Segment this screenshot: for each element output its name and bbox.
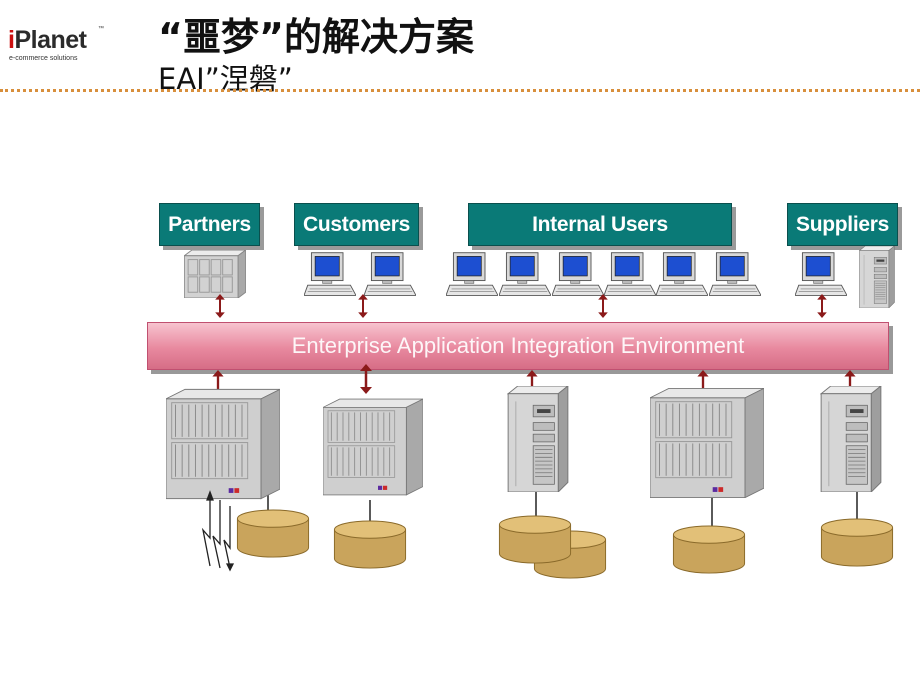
- database-disk-icon-5: [672, 525, 746, 574]
- eai-environment-bar: Enterprise Application Integration Envir…: [147, 322, 889, 370]
- logo-tagline: e-commerce solutions: [9, 55, 78, 62]
- customers-link-arrow: [357, 294, 369, 318]
- internal-pc-icon-3: [552, 252, 604, 296]
- supplier-pc-icon: [795, 252, 847, 296]
- customer-pc-icon-1: [304, 252, 356, 296]
- mainframe-server-icon-1: [166, 388, 280, 500]
- database-disk-icon-6: [820, 518, 894, 567]
- suppliers-label: Suppliers: [787, 203, 898, 246]
- supplier-server-icon: [859, 246, 895, 308]
- database-disk-icon-4: [498, 515, 572, 564]
- suppliers-link-arrow: [816, 294, 828, 318]
- database-disk-icon-2: [333, 520, 407, 569]
- header-divider: [0, 89, 920, 92]
- internal-pc-icon-6: [709, 252, 761, 296]
- internal-users-link-arrow: [597, 294, 609, 318]
- tower-server-icon-2: [820, 386, 882, 492]
- tower-server-icon-1: [507, 386, 569, 492]
- internal-users-label: Internal Users: [468, 203, 732, 246]
- partners-label: Partners: [159, 203, 260, 246]
- mainframe-server-icon-2: [323, 398, 423, 496]
- mainframe-server-icon-3: [650, 388, 764, 498]
- internal-pc-icon-2: [499, 252, 551, 296]
- slide-title: “噩梦”的解决方案: [158, 15, 474, 59]
- internal-pc-icon-1: [446, 252, 498, 296]
- database-disk-icon-1: [236, 509, 310, 558]
- network-link-icon: [201, 490, 235, 572]
- internal-pc-icon-4: [604, 252, 656, 296]
- customer-pc-icon-2: [364, 252, 416, 296]
- iplanet-logo: iPlanet: [8, 26, 87, 54]
- system2-link-arrow: [360, 364, 372, 394]
- customers-label: Customers: [294, 203, 419, 246]
- logo-trademark: ™: [98, 26, 104, 32]
- internal-pc-icon-5: [656, 252, 708, 296]
- partner-server-icon: [184, 250, 246, 298]
